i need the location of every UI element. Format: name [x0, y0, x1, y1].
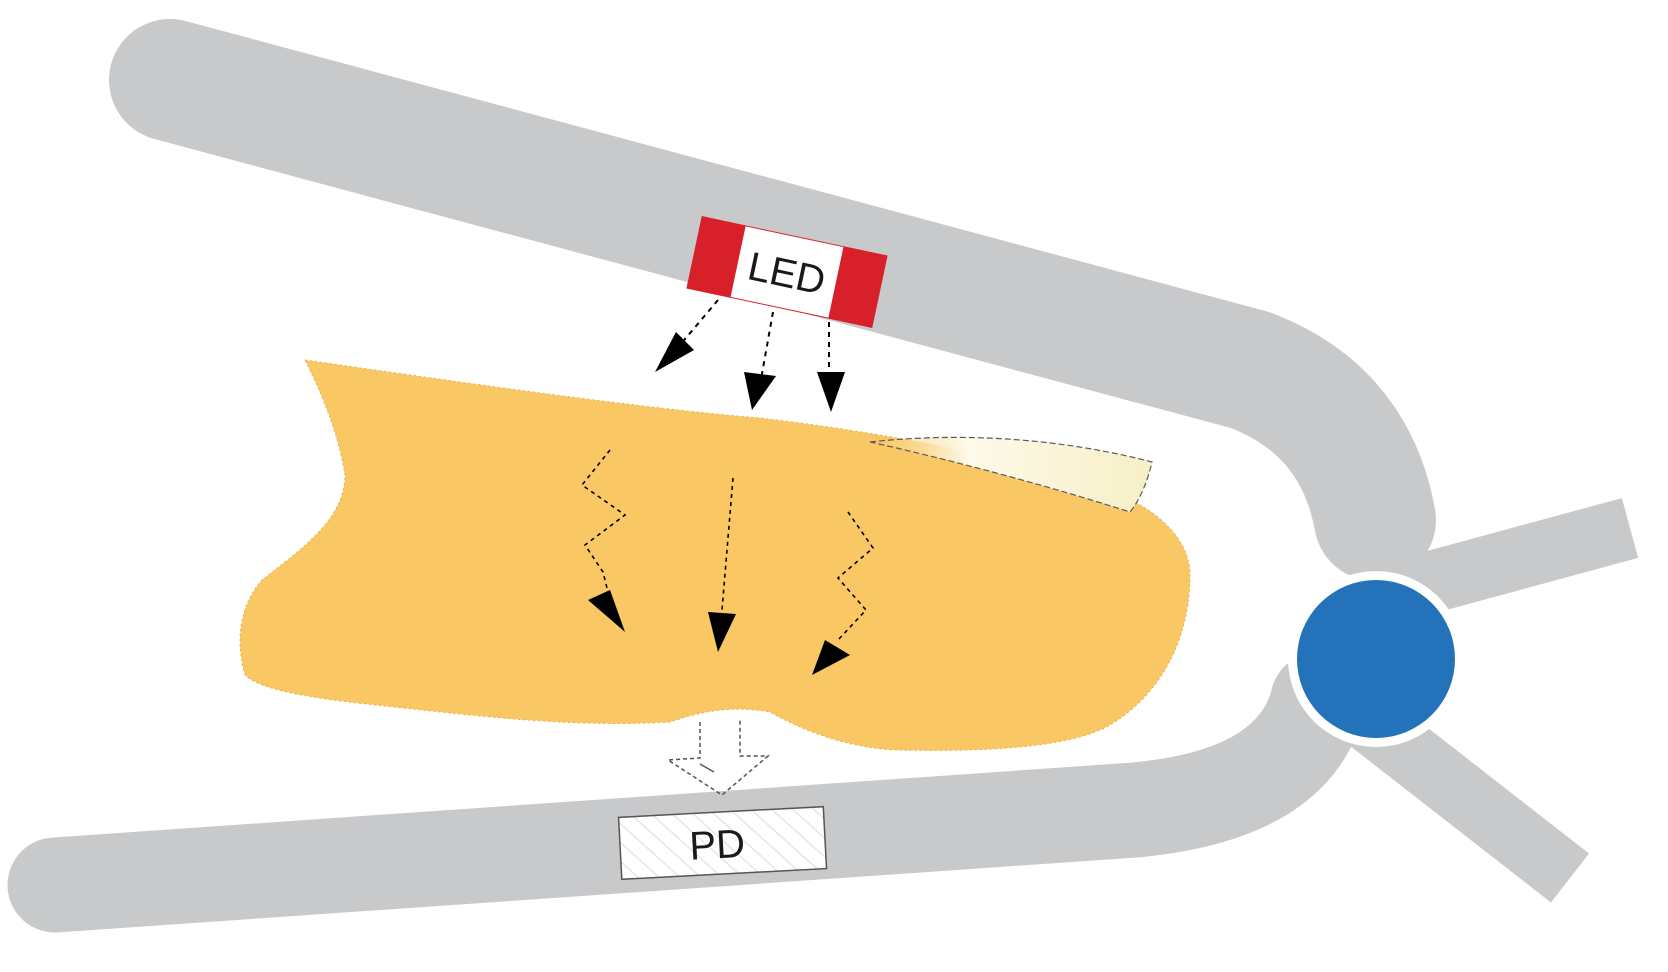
fingernail [869, 436, 1153, 513]
lower-clip-arm [7, 652, 1366, 933]
led-emitter: LED [686, 216, 888, 328]
transmitted-light-arrow [665, 720, 771, 796]
scatter-arrow-right-head [812, 640, 850, 675]
photodetector: PD [617, 805, 828, 881]
incident-arrow-right-head [817, 372, 845, 412]
hinge-pin [1297, 580, 1455, 738]
scatter-arrow-middle-line [721, 477, 734, 611]
transmitted-arrow-outline [665, 720, 771, 796]
pd-label: PD [688, 822, 746, 869]
scatter-arrow-middle-head [708, 612, 736, 652]
scatter-arrow-left-line [580, 449, 627, 609]
scatter-arrow-right-line [836, 511, 875, 641]
incident-arrow-middle-line [759, 311, 774, 386]
incident-arrow-left-line [679, 299, 719, 346]
scattered-light-arrows [580, 449, 875, 641]
finger-tissue [239, 359, 1191, 751]
incident-arrow-left-head [655, 332, 694, 372]
transmitted-arrow-inner-line [699, 763, 715, 773]
incident-light-arrows [679, 299, 830, 386]
incident-arrow-middle-head [744, 372, 776, 410]
upper-clip-arm [109, 19, 1436, 581]
scatter-arrow-left-head [588, 590, 625, 632]
led-label-box [730, 226, 844, 318]
pd-box [617, 805, 828, 881]
